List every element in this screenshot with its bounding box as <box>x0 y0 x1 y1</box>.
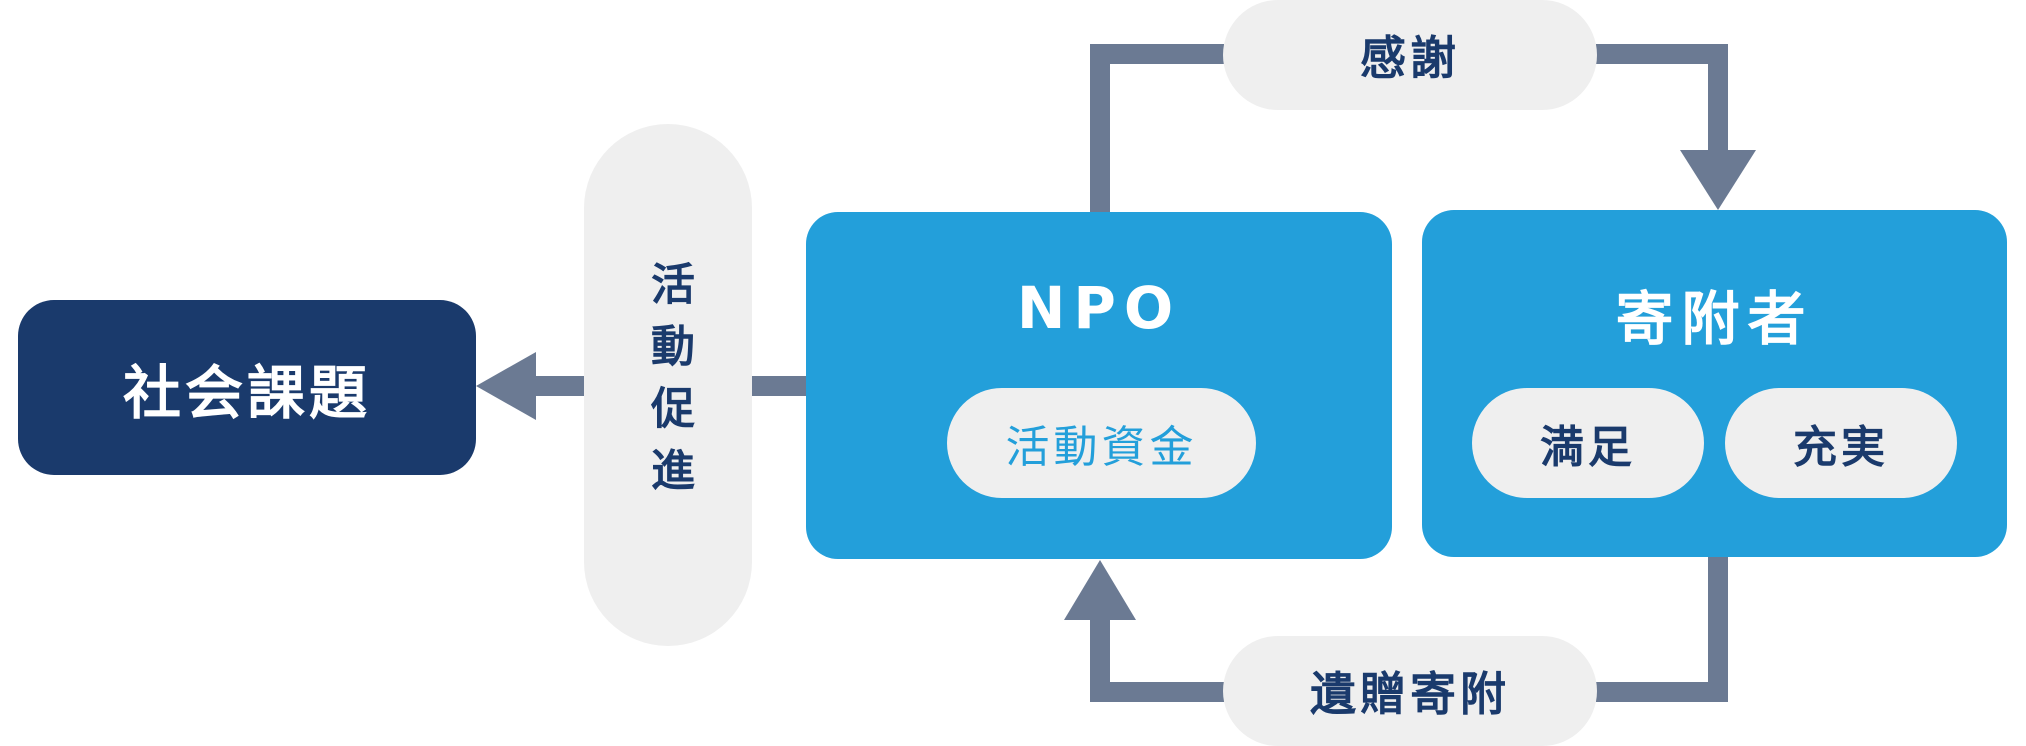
thanks-label: 感謝 <box>1360 31 1460 85</box>
social-issue-node: 社会課題 <box>18 300 476 475</box>
satisfaction-pill: 満足 <box>1472 388 1704 498</box>
fulfillment-pill: 充実 <box>1725 388 1957 498</box>
connector-thanks-right <box>1596 44 1728 64</box>
donor-panel: 寄附者 満足 充実 <box>1422 210 2007 557</box>
activity-promotion-label: 活動促進 <box>643 261 694 509</box>
social-issue-label: 社会課題 <box>122 358 371 427</box>
connector-bequest-right <box>1596 682 1728 702</box>
activity-funds-pill: 活動資金 <box>947 388 1256 498</box>
connector-npo-up <box>1090 44 1110 212</box>
connector-npo-up-from-bottom <box>1090 612 1110 702</box>
arrowhead-to-donor <box>1680 150 1756 210</box>
thanks-pill: 感謝 <box>1223 0 1597 110</box>
satisfaction-label: 満足 <box>1540 422 1636 473</box>
connector-npo-to-promotion <box>752 376 808 396</box>
connector-thanks-left <box>1090 44 1224 64</box>
connector-donor-down <box>1708 44 1728 154</box>
donor-title: 寄附者 <box>1615 285 1814 353</box>
arrowhead-to-social-issue <box>476 352 536 420</box>
npo-title: NPO <box>1016 274 1182 342</box>
arrowhead-to-npo <box>1064 560 1136 620</box>
bequest-label: 遺贈寄附 <box>1310 667 1510 721</box>
bequest-pill: 遺贈寄附 <box>1223 636 1597 746</box>
activity-promotion-pill: 活動促進 <box>584 124 752 646</box>
connector-promotion-to-issue <box>528 376 586 396</box>
connector-donor-bottom <box>1708 556 1728 702</box>
npo-panel: NPO 活動資金 <box>806 212 1392 559</box>
fulfillment-label: 充実 <box>1793 422 1889 473</box>
activity-funds-label: 活動資金 <box>1005 422 1198 473</box>
connector-bequest-left <box>1090 682 1224 702</box>
